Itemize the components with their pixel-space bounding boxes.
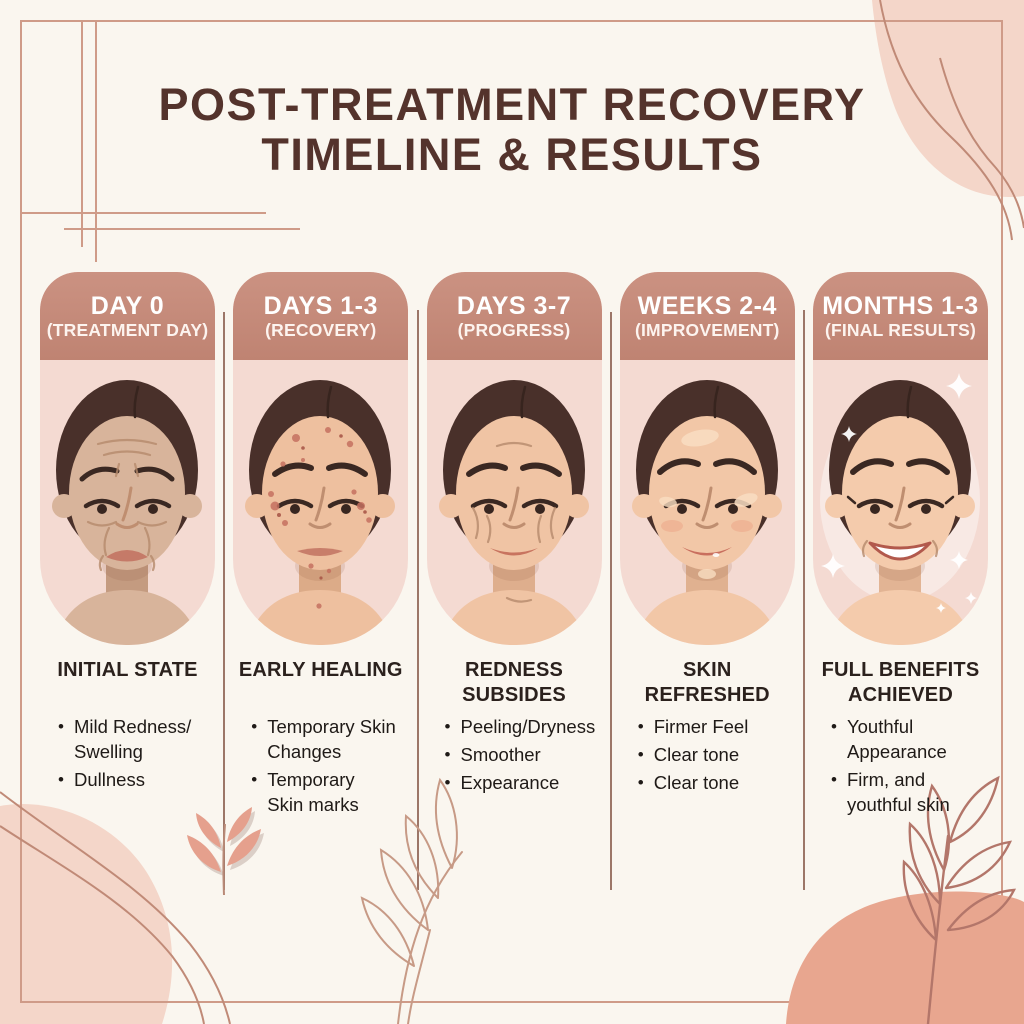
- stage-header-label: WEEKS 2-4: [637, 291, 777, 320]
- bullet-item: Firm, and youthful skin: [831, 767, 988, 817]
- stage-bullet-list: Youthful AppearanceFirm, and youthful sk…: [813, 714, 988, 821]
- stage-bullet-list: Peeling/DrynessSmootherExpearance: [427, 714, 602, 798]
- bullet-item: Firmer Feel: [638, 714, 795, 739]
- leaf-branch-right-icon: [902, 775, 1017, 1024]
- bullet-item: Mild Redness/ Swelling: [58, 714, 215, 764]
- bullet-item: Dullness: [58, 767, 215, 792]
- bullet-item: Temporary Skin Changes: [251, 714, 408, 764]
- stage-result-title: INITIAL STATE: [57, 659, 198, 681]
- stage-subheader-label: (RECOVERY): [265, 319, 377, 340]
- stage-bullet-list: Firmer FeelClear toneClear tone: [620, 714, 795, 798]
- stage-header-label: DAYS 1-3: [263, 291, 378, 320]
- timeline-columns: DAY 0 (TREATMENT DAY) INITIA: [40, 272, 988, 821]
- face-illustration: [233, 360, 408, 645]
- stage-panel: DAYS 1-3 (RECOVERY): [233, 272, 409, 645]
- stage-header-label: DAY 0: [90, 291, 165, 320]
- bullet-item: Smoother: [445, 742, 602, 767]
- bullet-item: Peeling/Dryness: [445, 714, 602, 739]
- stage-subheader-label: (IMPROVEMENT): [634, 319, 780, 340]
- leaf-sprig-icon: [187, 807, 264, 896]
- stage-subheader-label: (TREATMENT DAY): [46, 319, 209, 340]
- stage-subheader-label: (PROGRESS): [457, 319, 571, 340]
- stage-subheader-label: (FINAL RESULTS): [824, 319, 977, 340]
- blob-bottom-right: [786, 891, 1024, 1024]
- stage-header-pill: MONTHS 1-3 (FINAL RESULTS): [813, 272, 988, 360]
- bullet-item: Youthful Appearance: [831, 714, 988, 764]
- blob-bottom-left: [0, 803, 173, 1024]
- blob-top-right: [872, 0, 1024, 197]
- stage-column: MONTHS 1-3 (FINAL RESULTS) FULL BENEFITS…: [813, 272, 988, 821]
- poster-title: POST-TREATMENT RECOVERY TIMELINE & RESUL…: [0, 79, 1024, 181]
- face-illustration: [620, 360, 795, 645]
- stage-header-pill: DAYS 3-7 (PROGRESS): [426, 272, 602, 360]
- stage-result-title: EARLY HEALING: [238, 659, 403, 681]
- bullet-item: Clear tone: [638, 770, 795, 795]
- stage-panel: WEEKS 2-4 (IMPROVEMENT): [619, 272, 795, 645]
- stage-column: DAY 0 (TREATMENT DAY) INITIA: [40, 272, 215, 821]
- face-illustration: [813, 360, 988, 645]
- stage-panel: DAYS 3-7 (PROGRESS): [426, 272, 602, 645]
- column-dividers: [223, 310, 805, 890]
- stage-result-title: FULL BENEFITS ACHIEVED: [821, 659, 980, 707]
- stage-column: DAYS 3-7 (PROGRESS): [426, 272, 602, 821]
- stage-bullet-list: Mild Redness/ SwellingDullness: [40, 714, 215, 795]
- stage-bullet-list: Temporary Skin ChangesTemporary Skin mar…: [233, 714, 408, 821]
- stage-header-label: MONTHS 1-3: [822, 291, 979, 320]
- stage-header-pill: DAYS 1-3 (RECOVERY): [233, 272, 409, 360]
- stage-header-label: DAYS 3-7: [456, 291, 572, 320]
- bullet-item: Temporary Skin marks: [251, 767, 408, 817]
- face-illustration: [40, 360, 215, 645]
- stage-panel: MONTHS 1-3 (FINAL RESULTS): [813, 272, 988, 645]
- stage-panel: DAY 0 (TREATMENT DAY): [40, 272, 215, 645]
- title-line-2: TIMELINE & RESULTS: [261, 129, 763, 181]
- bullet-item: Clear tone: [638, 742, 795, 767]
- stage-header-pill: WEEKS 2-4 (IMPROVEMENT): [619, 272, 795, 360]
- title-line-1: POST-TREATMENT RECOVERY: [158, 79, 866, 130]
- bullet-item: Expearance: [445, 770, 602, 795]
- stage-header-pill: DAY 0 (TREATMENT DAY): [40, 272, 215, 360]
- frame-border: [20, 20, 1003, 1003]
- stage-column: WEEKS 2-4 (IMPROVEMENT): [619, 272, 795, 821]
- stage-result-title: REDNESS SUBSIDES: [462, 659, 566, 707]
- stage-column: DAYS 1-3 (RECOVERY) EARLY HEALING Tempor…: [233, 272, 409, 821]
- stage-result-title: SKIN REFRESHED: [644, 659, 770, 707]
- face-illustration: [427, 360, 602, 645]
